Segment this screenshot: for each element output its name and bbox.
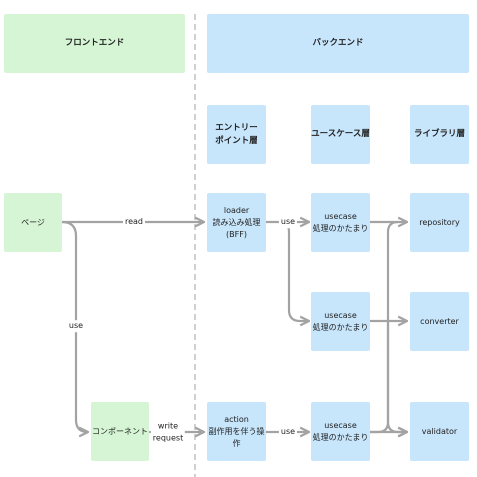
node-action-title: action: [224, 414, 249, 424]
edge-loader-usecase2: [280, 220, 309, 321]
node-action: action 副作用を伴う操作: [207, 402, 266, 461]
node-usecase-3-title: usecase: [324, 420, 357, 430]
frontend-header: フロントエンド: [4, 14, 185, 73]
node-validator: validator: [410, 402, 469, 461]
backend-header: バックエンド: [207, 14, 469, 73]
node-loader-title: loader: [223, 205, 250, 215]
node-converter: converter: [410, 292, 469, 351]
node-usecase-2-title: usecase: [324, 310, 357, 320]
usecase-layer-label: ユースケース層: [311, 129, 370, 140]
edge-label-read: read: [122, 216, 146, 228]
node-loader-desc: 読み込み処理(BFF): [212, 217, 261, 239]
edge-bus-validator: [386, 321, 407, 432]
node-repository: repository: [410, 193, 469, 252]
edge-label-write: write: [157, 421, 179, 431]
node-usecase-1-desc: 処理のかたまり: [312, 223, 369, 233]
node-usecase-3: usecase 処理のかたまり: [311, 402, 370, 461]
usecase-layer-header: ユースケース層: [311, 105, 370, 164]
node-action-desc: 副作用を伴う操作: [208, 426, 265, 448]
node-usecase-2: usecase 処理のかたまり: [311, 292, 370, 351]
edge-label-use-page: use: [66, 320, 86, 332]
backend-header-label: バックエンド: [312, 38, 364, 49]
edge-label-write-request: write request: [150, 420, 186, 444]
edge-label-use-loader: use: [278, 216, 298, 228]
node-loader: loader 読み込み処理(BFF): [207, 193, 266, 252]
node-usecase-1: usecase 処理のかたまり: [311, 193, 370, 252]
node-validator-label: validator: [421, 426, 458, 436]
edge-label-use-action: use: [278, 426, 298, 438]
node-usecase-1-title: usecase: [324, 211, 357, 221]
node-repository-label: repository: [419, 217, 460, 227]
node-component-label: コンポーネント: [92, 426, 148, 436]
entry-layer-label-1: エントリー: [215, 122, 258, 133]
frontend-header-label: フロントエンド: [64, 38, 125, 49]
edge-label-request: request: [152, 433, 184, 442]
entry-layer-label-2: ポイント層: [215, 135, 258, 146]
library-layer-header: ライブラリ層: [410, 105, 469, 164]
node-converter-label: converter: [420, 316, 459, 326]
edge-library-bus: [369, 220, 399, 434]
library-layer-label: ライブラリ層: [413, 129, 465, 140]
entry-layer-header: エントリー ポイント層: [207, 105, 266, 164]
node-usecase-2-desc: 処理のかたまり: [312, 322, 369, 332]
node-page: ページ: [4, 193, 62, 252]
node-page-label: ページ: [21, 217, 45, 227]
node-usecase-3-desc: 処理のかたまり: [312, 432, 369, 442]
node-component: コンポーネント: [91, 402, 149, 461]
